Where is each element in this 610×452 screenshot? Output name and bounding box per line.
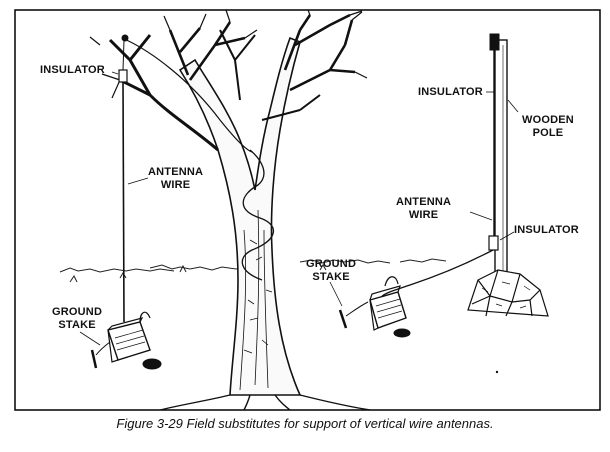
label-left-antenna-wire: ANTENNA WIRE	[148, 166, 204, 191]
bottom-insulator-icon	[488, 235, 499, 251]
left-antenna	[79, 34, 253, 370]
label-left-insulator: INSULATOR	[40, 64, 105, 76]
left-ground-stake-icon	[90, 349, 98, 369]
tree	[89, 9, 371, 411]
right-ground-stake-icon	[338, 309, 348, 329]
label-right-insulator-top: INSULATOR	[418, 86, 483, 98]
label-right-insulator-bottom: INSULATOR	[514, 224, 579, 236]
label-wooden-pole: WOODEN POLE	[522, 114, 574, 139]
pulley-icon	[121, 34, 129, 42]
rock-pile-icon	[467, 269, 549, 317]
left-radio-icon	[107, 311, 162, 370]
label-right-antenna-wire: ANTENNA WIRE	[396, 196, 452, 221]
right-antenna	[329, 33, 549, 338]
wooden-pole-icon	[494, 39, 508, 311]
figure-frame	[14, 9, 601, 411]
top-insulator-icon	[489, 33, 500, 51]
label-left-ground-stake: GROUND STAKE	[52, 306, 103, 331]
label-right-ground-stake: GROUND STAKE	[306, 258, 357, 283]
right-radio-icon	[369, 276, 411, 338]
figure-caption: Figure 3-29 Field substitutes for suppor…	[116, 416, 494, 431]
left-insulator-icon	[118, 69, 128, 83]
